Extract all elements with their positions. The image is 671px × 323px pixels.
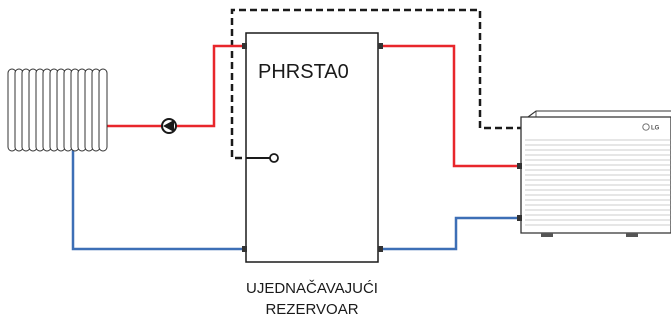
radiator-icon xyxy=(7,68,108,152)
tank-caption-line2: REZERVOAR xyxy=(265,301,358,318)
heat-pump-outdoor-unit-icon xyxy=(520,110,671,237)
sensor-control-line xyxy=(230,8,521,160)
return-pipe-radiator xyxy=(71,150,246,251)
buffer-tank: PHRSTA0 xyxy=(242,32,383,263)
lg-logo: LG xyxy=(642,123,660,132)
circulation-pump-icon xyxy=(161,118,177,134)
tank-model-label: PHRSTA0 xyxy=(258,61,349,83)
brand-label: LG xyxy=(651,126,660,132)
heat-pump-supply-port xyxy=(517,163,522,169)
temperature-sensor-icon xyxy=(246,153,279,163)
tank-caption-line1: UJEDNAČAVAJUĆI xyxy=(246,280,378,297)
supply-pipe-heat-pump xyxy=(378,44,521,168)
heat-pump-return-port xyxy=(517,215,522,221)
return-pipe-heat-pump xyxy=(378,216,521,251)
supply-pipe-radiator xyxy=(105,44,246,128)
